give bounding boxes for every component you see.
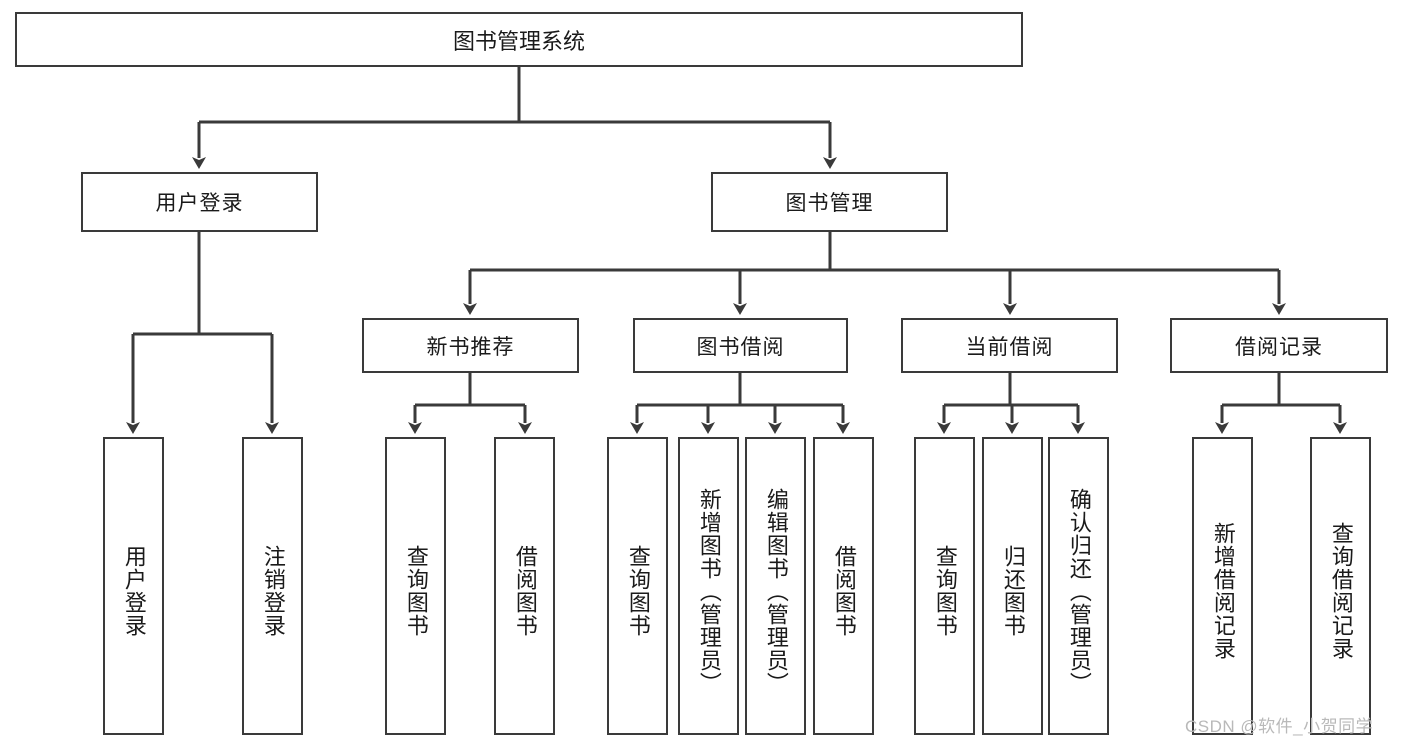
node-book-borrow[interactable]: 图书借阅 xyxy=(633,318,848,373)
node-new-book-recommend[interactable]: 新书推荐 xyxy=(362,318,579,373)
leaf-label: 新增借阅记录 xyxy=(1210,522,1236,660)
node-book-borrow-label: 图书借阅 xyxy=(696,335,785,359)
leaf-label: 查询图书 xyxy=(932,545,958,637)
leaf-label: 归还图书 xyxy=(1000,545,1026,637)
leaf-recommend-borrow-book[interactable]: 借阅图书 xyxy=(494,437,555,735)
leaf-label: 查询图书 xyxy=(625,545,651,637)
leaf-borrow-edit-book-admin[interactable]: 编辑图书（管理员） xyxy=(745,437,806,735)
leaf-label: 新增图书（管理员） xyxy=(696,487,722,695)
leaf-label: 查询图书 xyxy=(403,545,429,637)
leaf-record-query-record[interactable]: 查询借阅记录 xyxy=(1310,437,1371,735)
node-book-management[interactable]: 图书管理 xyxy=(711,172,948,232)
leaf-current-return-book[interactable]: 归还图书 xyxy=(982,437,1043,735)
node-current-borrow[interactable]: 当前借阅 xyxy=(901,318,1118,373)
leaf-borrow-query-book[interactable]: 查询图书 xyxy=(607,437,668,735)
watermark: CSDN @软件_小贺同学 xyxy=(1185,717,1374,736)
leaf-record-add-record[interactable]: 新增借阅记录 xyxy=(1192,437,1253,735)
leaf-label: 借阅图书 xyxy=(512,545,538,637)
leaf-recommend-query-book[interactable]: 查询图书 xyxy=(385,437,446,735)
leaf-user-login-signout[interactable]: 注销登录 xyxy=(242,437,303,735)
node-borrow-record[interactable]: 借阅记录 xyxy=(1170,318,1388,373)
node-user-login[interactable]: 用户登录 xyxy=(81,172,318,232)
node-root-label: 图书管理系统 xyxy=(452,28,585,54)
node-new-book-recommend-label: 新书推荐 xyxy=(426,335,515,359)
leaf-label: 用户登录 xyxy=(121,545,147,637)
node-root[interactable]: 图书管理系统 xyxy=(15,12,1023,67)
leaf-user-login-signin[interactable]: 用户登录 xyxy=(103,437,164,735)
leaf-borrow-borrow-book[interactable]: 借阅图书 xyxy=(813,437,874,735)
leaf-borrow-add-book-admin[interactable]: 新增图书（管理员） xyxy=(678,437,739,735)
leaf-label: 借阅图书 xyxy=(831,545,857,637)
leaf-current-query-book[interactable]: 查询图书 xyxy=(914,437,975,735)
leaf-current-confirm-return-admin[interactable]: 确认归还（管理员） xyxy=(1048,437,1109,735)
node-user-login-label: 用户登录 xyxy=(155,192,244,215)
node-borrow-record-label: 借阅记录 xyxy=(1235,335,1323,359)
leaf-label: 注销登录 xyxy=(260,545,286,637)
node-book-management-label: 图书管理 xyxy=(785,192,874,215)
leaf-label: 查询借阅记录 xyxy=(1328,522,1354,660)
leaf-label: 确认归还（管理员） xyxy=(1066,487,1092,695)
node-current-borrow-label: 当前借阅 xyxy=(965,335,1054,359)
leaf-label: 编辑图书（管理员） xyxy=(763,487,789,695)
